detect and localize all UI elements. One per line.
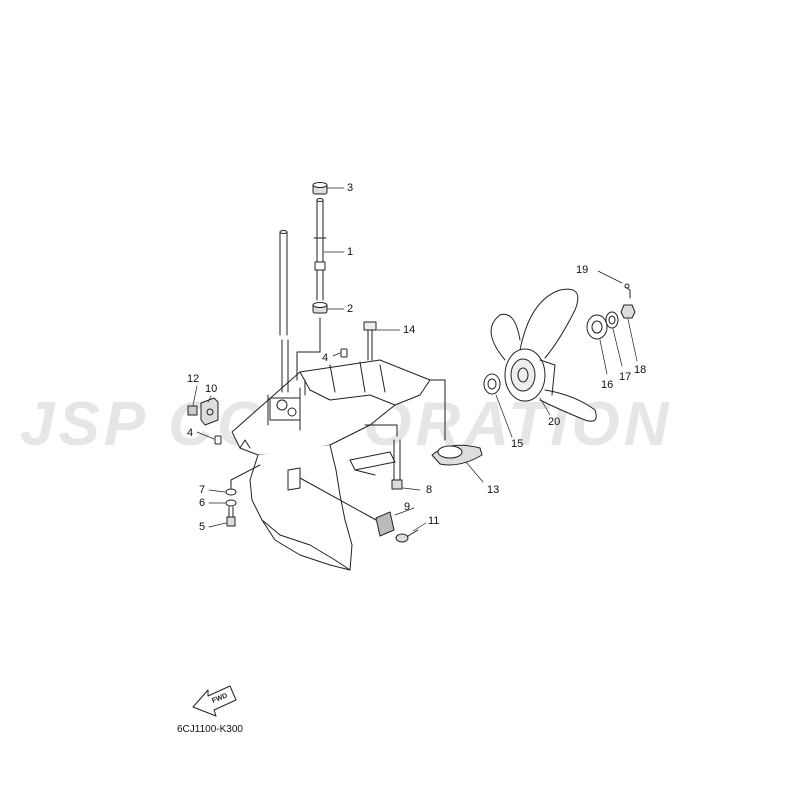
callout-6: 6 <box>199 497 206 509</box>
callout-17: 17 <box>619 371 632 383</box>
part-10-bracket <box>200 397 219 426</box>
callout-11: 11 <box>428 515 440 527</box>
part-15-spacer <box>483 373 501 395</box>
part-7-washer <box>225 488 237 496</box>
callout-9: 9 <box>404 501 411 513</box>
callout-13: 13 <box>487 484 500 496</box>
callout-15: 15 <box>511 438 524 450</box>
callout-20: 20 <box>548 416 561 428</box>
part-20-propeller <box>490 288 597 422</box>
callout-10: 10 <box>205 383 218 395</box>
callout-3: 3 <box>347 182 354 194</box>
part-12-nut <box>187 405 198 416</box>
callout-7: 7 <box>199 484 206 496</box>
part-4-dowel-upper <box>340 348 348 358</box>
lower-unit-housing <box>231 359 431 571</box>
callout-14: 14 <box>403 324 416 336</box>
callout-12: 12 <box>187 373 200 385</box>
part-8-bolt <box>391 439 403 490</box>
callout-1: 1 <box>347 246 354 258</box>
part-5-bolt <box>226 506 236 527</box>
part-17-washer <box>605 311 619 329</box>
part-1-shaft <box>313 198 327 301</box>
callout-2: 2 <box>347 303 354 315</box>
callout-18: 18 <box>634 364 647 376</box>
drive-shaft <box>279 230 289 393</box>
part-18-nut <box>620 304 636 319</box>
part-2-grommet <box>312 302 328 314</box>
callout-19: 19 <box>576 264 589 276</box>
leader-lines <box>192 187 638 532</box>
callout-8: 8 <box>426 484 433 496</box>
part-6-washer <box>225 499 237 507</box>
part-19-pin <box>624 283 631 299</box>
part-13-trim-tab <box>431 444 483 466</box>
part-11-screw <box>395 529 419 543</box>
part-9-anode <box>375 511 395 537</box>
part-4-dowel-lower <box>214 435 222 445</box>
callout-4-lower: 4 <box>187 427 194 439</box>
callout-5: 5 <box>199 521 206 533</box>
part-16-washer <box>586 314 608 340</box>
callout-4-upper: 4 <box>322 352 329 364</box>
fwd-arrow-icon <box>192 685 237 717</box>
callout-16: 16 <box>601 379 614 391</box>
part-14-bolt <box>363 321 377 361</box>
diagram-code: 6CJ1100-K300 <box>177 724 243 735</box>
part-3-seal <box>312 182 328 195</box>
